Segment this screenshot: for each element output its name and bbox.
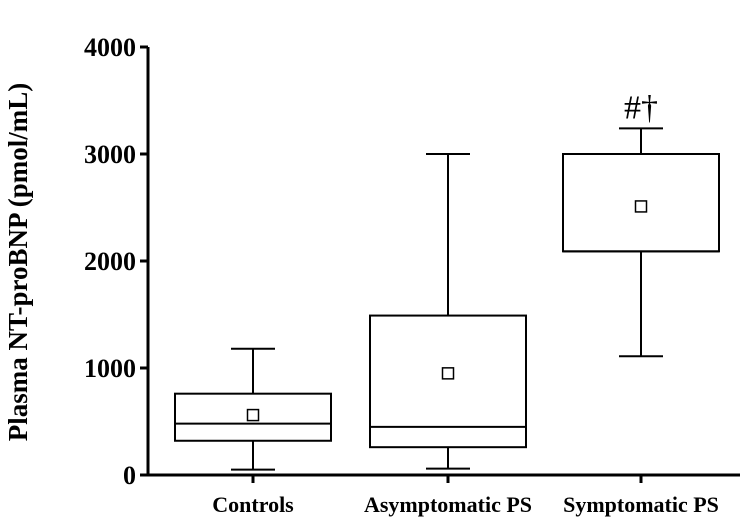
y-tick-label: 3000 — [84, 140, 136, 169]
box-1 — [174, 347, 332, 471]
box-3: #† — [562, 89, 720, 358]
y-tick-label: 0 — [123, 461, 136, 490]
y-axis-label: Plasma NT-proBNP (pmol/mL) — [3, 83, 33, 442]
x-category-label: Asymptomatic PS — [364, 492, 532, 517]
y-tick-label: 1000 — [84, 354, 136, 383]
significance-annotation: #† — [624, 89, 658, 126]
boxes: #† — [174, 89, 720, 471]
y-tick-label: 4000 — [84, 33, 136, 62]
box-2 — [369, 153, 527, 470]
y-tick-label: 2000 — [84, 247, 136, 276]
x-category-label: Controls — [212, 492, 294, 517]
mean-marker — [441, 367, 455, 380]
x-category-label: Symptomatic PS — [563, 492, 719, 517]
mean-marker — [246, 408, 260, 422]
mean-marker — [634, 200, 648, 213]
iqr-box — [369, 314, 527, 449]
